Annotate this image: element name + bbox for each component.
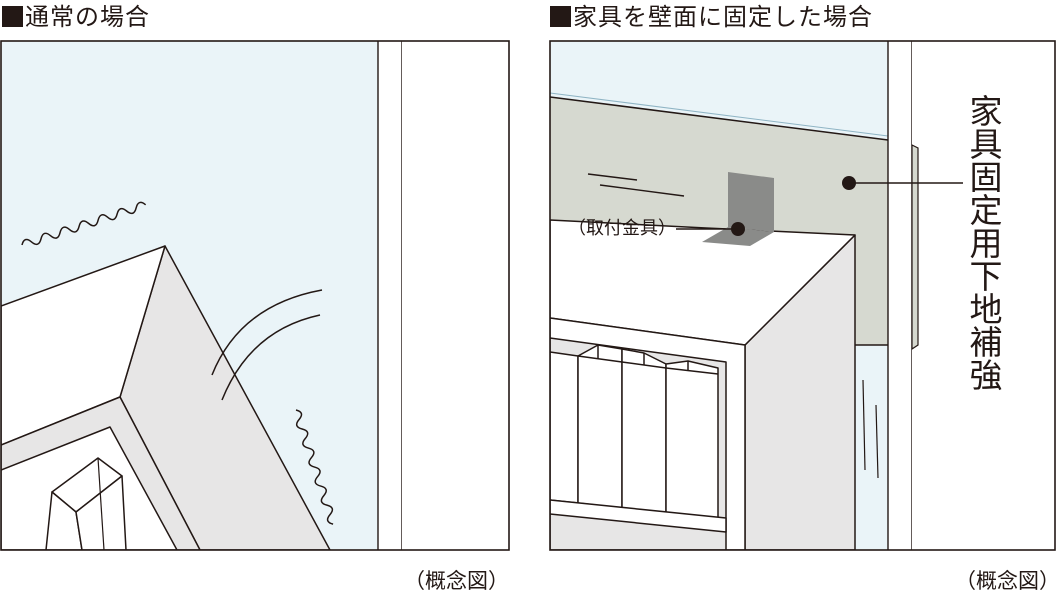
mounting-bracket [702, 172, 774, 246]
falling-book-front [45, 491, 83, 550]
bracket-vertical-plate [728, 172, 774, 232]
right-panel-title-text: 家具を壁面に固定した場合 [573, 3, 873, 31]
falling-cabinet [1, 245, 331, 550]
fixed-cabinet-top [550, 219, 856, 346]
reinforcement-edge [911, 144, 919, 351]
right-panel-frame [549, 40, 1056, 551]
right-panel-title: 家具を壁面に固定した場合 [550, 2, 873, 32]
right-panel-illustration [549, 40, 1056, 551]
left-side-wall [402, 41, 509, 550]
square-bullet-icon [2, 6, 23, 27]
fixed-cabinet [550, 219, 856, 550]
bracket-horizontal-plate [702, 227, 774, 246]
shake-wave-top [21, 201, 147, 246]
motion-arc-2 [221, 314, 321, 401]
right-pillar [888, 41, 912, 550]
square-bullet-icon [550, 6, 571, 27]
shelf-board [550, 499, 727, 533]
shake-wave-right [295, 409, 334, 525]
left-panel-title-text: 通常の場合 [25, 3, 150, 31]
motion-arc-1 [211, 289, 323, 376]
reinforcement-label: 家具固定用下地補強 [964, 94, 1003, 391]
books-on-shelf [550, 344, 719, 519]
left-panel-illustration [0, 40, 510, 551]
left-panel-title: 通常の場合 [2, 2, 150, 32]
right-panel-caption: （概念図） [955, 569, 1060, 593]
bracket-label: （取付金具） [568, 218, 676, 239]
left-panel-frame [0, 40, 510, 551]
left-panel-caption: （概念図） [404, 569, 509, 593]
left-pillar [378, 41, 402, 550]
right-side-wall [912, 41, 1055, 550]
